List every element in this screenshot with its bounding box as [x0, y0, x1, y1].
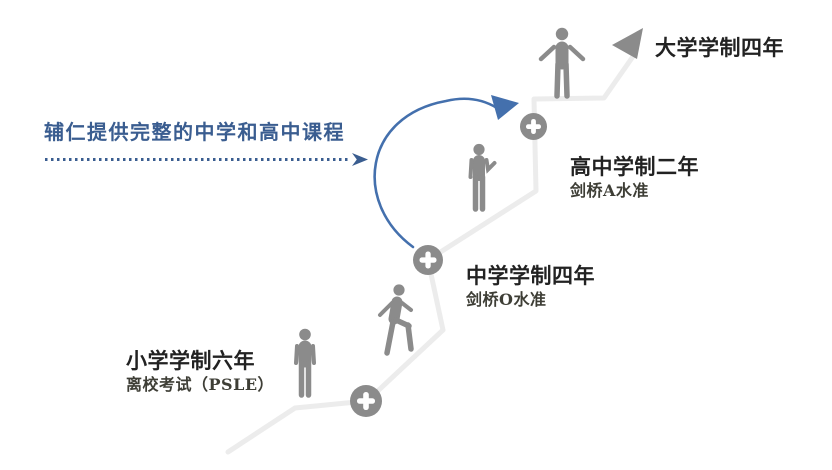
summit-arrow-icon	[612, 28, 643, 59]
stage-subtitle: 剑桥A水准	[570, 181, 649, 201]
skip-arrow-icon	[373, 95, 519, 249]
stage-subtitle: 剑桥O水准	[466, 290, 547, 310]
standing-person-icon	[294, 328, 316, 398]
open-arms-person-icon	[538, 27, 586, 99]
stage-title: 大学学制四年	[655, 35, 784, 60]
plus-marker-icon	[520, 113, 547, 140]
stage-subtitle: 离校考试（PSLE）	[126, 375, 275, 395]
banner-dotted-line	[45, 158, 351, 161]
plus-marker-icon	[413, 245, 443, 275]
banner: 辅仁提供完整的中学和高中课程	[44, 119, 374, 145]
banner-text: 辅仁提供完整的中学和高中课程	[44, 120, 345, 144]
stage-label-secondary: 中学学制四年 剑桥O水准	[466, 264, 595, 309]
stage-label-primary: 小学学制六年 离校考试（PSLE）	[126, 349, 274, 394]
presenting-person-icon	[468, 143, 497, 212]
stage-title: 中学学制四年	[466, 263, 595, 288]
stage-label-junior-college: 高中学制二年 剑桥A水准	[570, 155, 699, 200]
walking-person-icon	[378, 284, 414, 356]
stage-title: 小学学制六年	[126, 348, 255, 373]
stage-title: 高中学制二年	[570, 154, 699, 179]
stage-label-university: 大学学制四年	[655, 36, 784, 59]
plus-marker-icon	[350, 385, 382, 417]
